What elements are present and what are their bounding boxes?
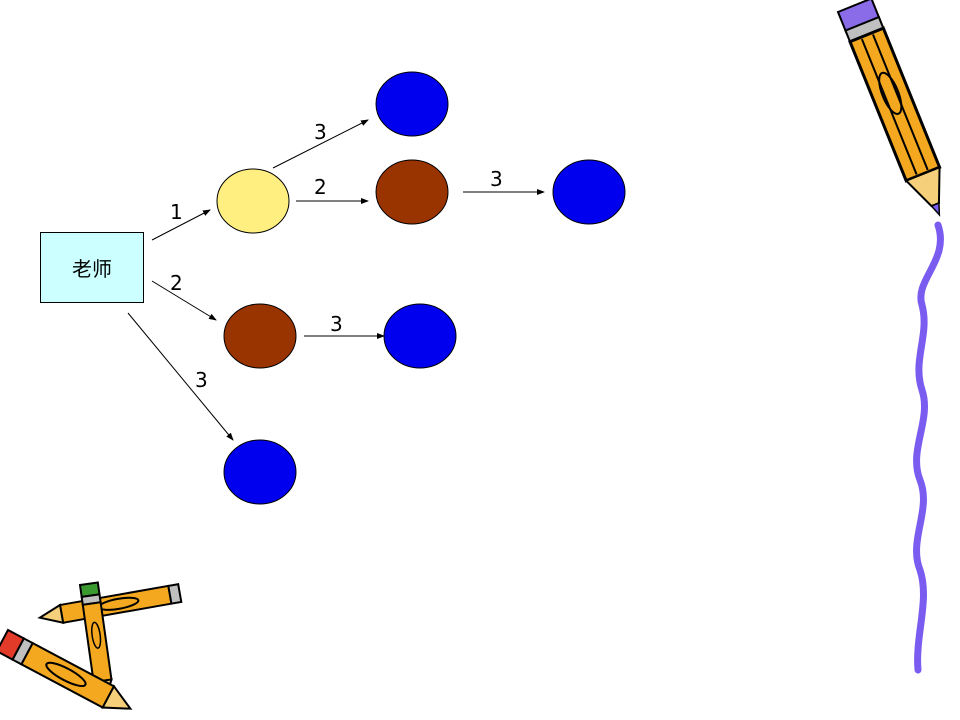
edge-label-yellow-to-brown: 2 bbox=[314, 175, 327, 199]
diagram-edges bbox=[127, 119, 545, 441]
edge-root-to-yellow bbox=[151, 209, 211, 241]
edge-label-root-to-yellow: 1 bbox=[170, 200, 183, 224]
edge-label-lower-brown-to-blue: 3 bbox=[330, 312, 343, 336]
wavy-line-decoration bbox=[913, 221, 944, 674]
node-lower-brown bbox=[223, 303, 297, 369]
pencil-clipart-icon bbox=[836, 0, 942, 217]
edge-yellow-to-top-blue bbox=[272, 119, 369, 169]
node-brown bbox=[375, 159, 449, 225]
crossed-pencils-icon bbox=[0, 581, 183, 710]
teacher-root-node: 老师 bbox=[40, 232, 144, 303]
edge-root-to-bottom-blue bbox=[127, 312, 234, 441]
edge-label-root-to-lower-brown: 2 bbox=[170, 271, 183, 295]
node-yellow bbox=[216, 168, 290, 234]
diagram-nodes bbox=[216, 71, 626, 505]
teacher-root-label: 老师 bbox=[72, 257, 112, 281]
edge-label-brown-to-right-blue: 3 bbox=[490, 167, 503, 191]
node-bottom-blue bbox=[223, 439, 297, 505]
node-right-blue bbox=[552, 159, 626, 225]
node-lower-blue bbox=[383, 303, 457, 369]
edge-label-yellow-to-top-blue: 3 bbox=[314, 120, 327, 144]
node-top-blue bbox=[375, 71, 449, 137]
edge-label-root-to-bottom-blue: 3 bbox=[195, 368, 208, 392]
edge-root-to-lower-brown bbox=[151, 280, 217, 321]
